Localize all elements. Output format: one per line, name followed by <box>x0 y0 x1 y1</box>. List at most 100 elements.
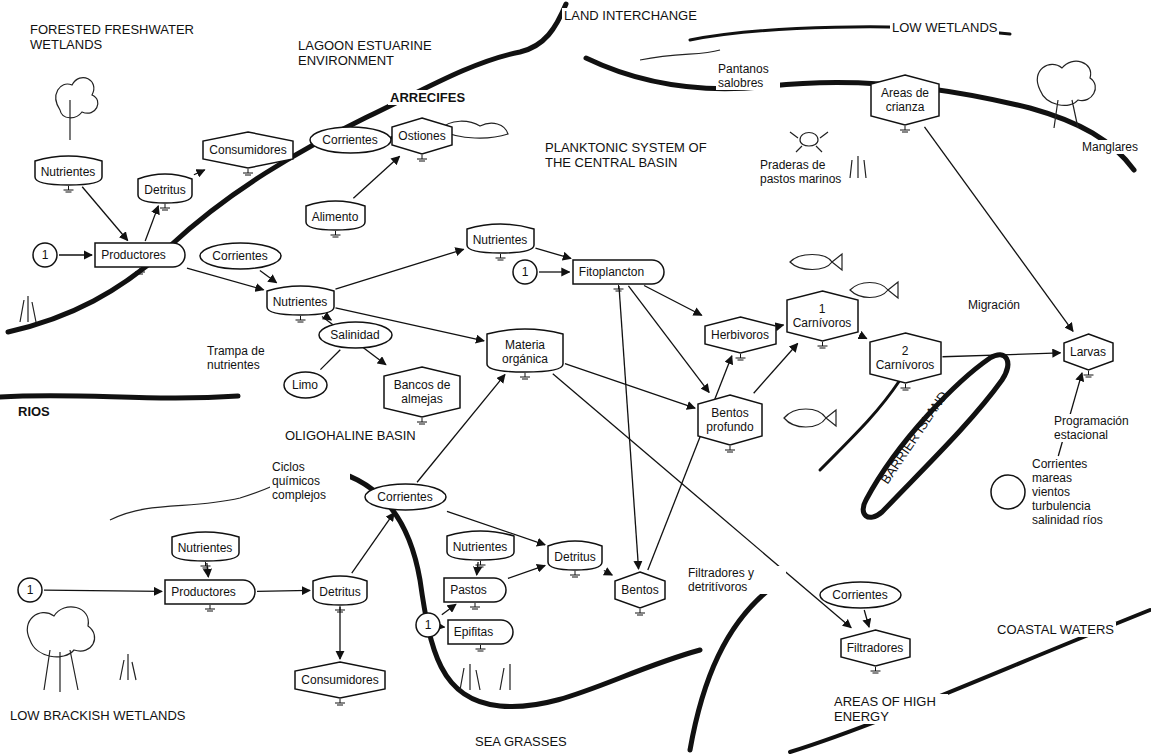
consumer-hexagon: Areas de crianza <box>870 74 940 126</box>
consumer-hexagon: Consumidores <box>202 131 294 169</box>
note-label: Pantanos salobres <box>716 62 780 90</box>
energy-flow <box>442 626 445 628</box>
forcing-circle: Corrientes <box>309 126 392 154</box>
heat-sink <box>1083 371 1093 377</box>
energy-flow <box>924 127 1073 332</box>
outline-path <box>513 260 537 284</box>
node-text: Bentos <box>621 583 659 597</box>
energy-flow <box>257 590 310 592</box>
storage-tank: Detritus <box>547 539 603 571</box>
node-text: Nutrientes <box>178 541 233 555</box>
region-label: PLANKTONIC SYSTEM OF THE CENTRAL BASIN <box>543 140 717 170</box>
outline-path <box>165 580 255 604</box>
consumer-hexagon: Larvas <box>1063 333 1114 371</box>
outline-path <box>384 367 460 417</box>
heat-sink <box>725 446 735 452</box>
node-text: Carnívoros <box>793 316 852 330</box>
node-text: Bentos profundo <box>704 406 756 434</box>
marsh <box>110 50 720 520</box>
heat-sink <box>295 316 305 322</box>
heat-sink <box>330 231 340 237</box>
consumer-hexagon: 1Carnívoros <box>786 290 859 342</box>
outline-path <box>203 132 293 168</box>
shore-band <box>8 4 566 332</box>
river-band <box>0 396 238 398</box>
heat-sink <box>160 204 170 210</box>
node-text: 1 <box>42 248 49 262</box>
note-label: Filtradores y detritívoros <box>686 566 786 594</box>
mangrove <box>1037 61 1095 128</box>
region-label: LAGOON ESTUARINE ENVIRONMENT <box>296 38 460 68</box>
outline-path <box>820 582 901 608</box>
node-text: Detritus <box>554 550 596 564</box>
storage-tank: Detritus <box>312 574 368 606</box>
energy-flow <box>187 268 264 290</box>
outline-path <box>871 75 939 125</box>
forcing-circle: Corrientes <box>364 483 447 511</box>
node-text: Larvas <box>1070 345 1107 359</box>
heat-sink <box>335 606 345 612</box>
energy-source: 1 <box>512 259 538 285</box>
consumer-hexagon: Bentos profundo <box>697 394 763 446</box>
outline-path <box>313 576 367 605</box>
energy-flow <box>44 590 162 591</box>
node-text: Corrientes <box>377 490 433 504</box>
outline-path <box>306 201 365 230</box>
heat-sink <box>735 354 745 360</box>
node-text: 1 <box>425 618 432 632</box>
node-text: Productores <box>171 585 236 599</box>
energy-source: 1 <box>32 242 58 268</box>
energy-source: 1 <box>17 577 43 603</box>
forcing-circle: Corrientes <box>199 242 282 270</box>
forcing-circle: Limo <box>283 371 328 399</box>
forcing-circle: Corrientes <box>819 581 902 609</box>
outline-path <box>467 224 534 253</box>
shore-band <box>690 585 775 750</box>
region-label: LAND INTERCHANGE <box>562 8 699 23</box>
energy-flow <box>442 604 456 615</box>
node-text: Areas de crianza <box>877 86 933 114</box>
outline-path <box>295 662 385 698</box>
shore-band <box>790 610 1150 752</box>
energy-flow <box>859 335 866 339</box>
heat-sink <box>417 418 427 424</box>
heat-sink <box>613 285 623 291</box>
node-text: 1 <box>522 265 529 279</box>
node-text: Ostiones <box>398 129 446 143</box>
note-label: Migración <box>966 298 1022 312</box>
consumer-hexagon: Ostiones <box>391 117 453 155</box>
node-text: Fitoplancton <box>579 265 645 279</box>
region-label: FORESTED FRESHWATER WETLANDS <box>28 22 202 52</box>
energy-flow <box>535 248 570 258</box>
energy-flow <box>82 187 127 241</box>
outline-path <box>310 127 391 153</box>
outline-path <box>284 372 327 398</box>
heat-sink <box>900 126 910 132</box>
energy-flow <box>477 562 478 575</box>
energy-flow <box>648 356 732 570</box>
heat-sink <box>470 603 480 609</box>
node-text: Corrientes mareas vientos turbulencia sa… <box>1032 457 1106 527</box>
heat-sink <box>520 373 530 379</box>
energy-flow <box>320 350 340 370</box>
energy-flow <box>539 271 570 272</box>
heat-sink <box>635 609 645 615</box>
node-text: Nutrientes <box>273 295 328 309</box>
outline-path <box>172 532 239 561</box>
node-text: Consumidores <box>209 143 287 157</box>
node-text: Alimento <box>312 210 359 224</box>
outline-path <box>991 475 1025 509</box>
island-curve <box>820 380 900 470</box>
region-label: ARRECIFES <box>388 90 467 105</box>
energy-flow <box>260 271 277 283</box>
producer-bullet: Pastos <box>443 577 507 603</box>
heat-sink <box>870 667 880 673</box>
storage-tank: Nutrientes <box>466 222 535 254</box>
heat-sink <box>475 645 485 651</box>
producer-bullet: Fitoplancton <box>572 259 665 285</box>
node-text: Corrientes <box>832 588 888 602</box>
region-label: LOW WETLANDS <box>890 20 999 35</box>
